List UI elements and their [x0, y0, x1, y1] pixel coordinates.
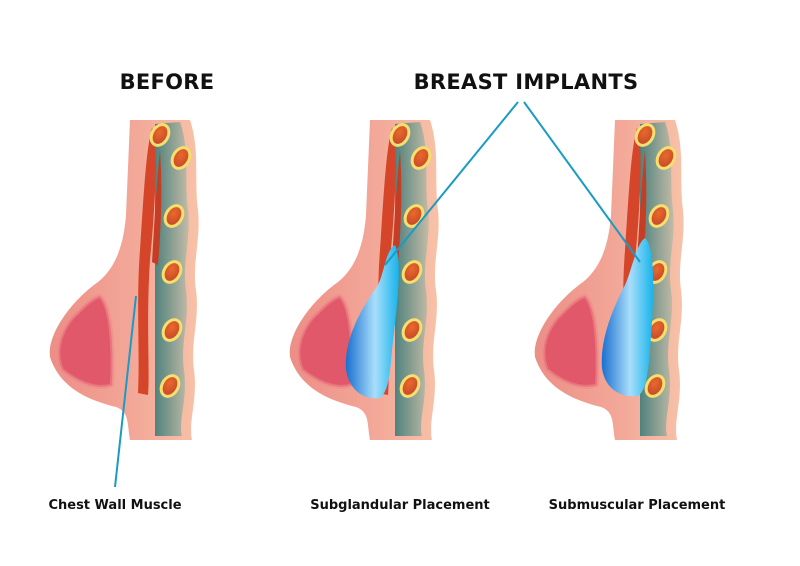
leader-line-submuscular	[523, 101, 641, 263]
implant-subglandular	[345, 245, 399, 399]
subglandular-label: Subglandular Placement	[310, 498, 490, 513]
submuscular-figure	[532, 118, 686, 442]
implant-submuscular	[601, 238, 654, 397]
subglandular-figure	[287, 118, 441, 442]
leader-line-subglandular	[384, 101, 519, 266]
breast-implants-title: BREAST IMPLANTS	[413, 70, 639, 94]
chest-wall-muscle-label: Chest Wall Muscle	[48, 498, 182, 513]
submuscular-label: Submuscular Placement	[548, 498, 726, 513]
before-figure	[47, 118, 201, 442]
leader-line-chest-wall	[114, 295, 137, 488]
before-title: BEFORE	[119, 70, 215, 94]
